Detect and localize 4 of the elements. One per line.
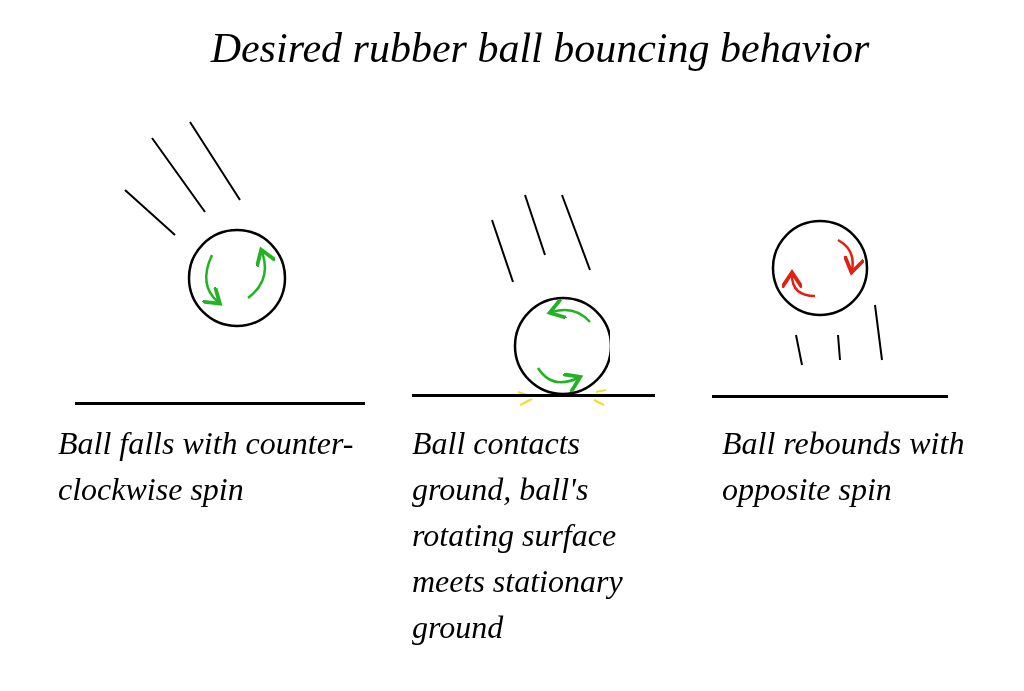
caption: Ball contacts ground, ball's rotating surface meets stationary ground bbox=[412, 424, 624, 647]
caption: Ball falls with counter-clockwise spin bbox=[58, 424, 355, 509]
title: Desired rubber ball bouncing behavior bbox=[209, 24, 871, 73]
caption: Ball rebounds with opposite spin bbox=[722, 424, 966, 509]
